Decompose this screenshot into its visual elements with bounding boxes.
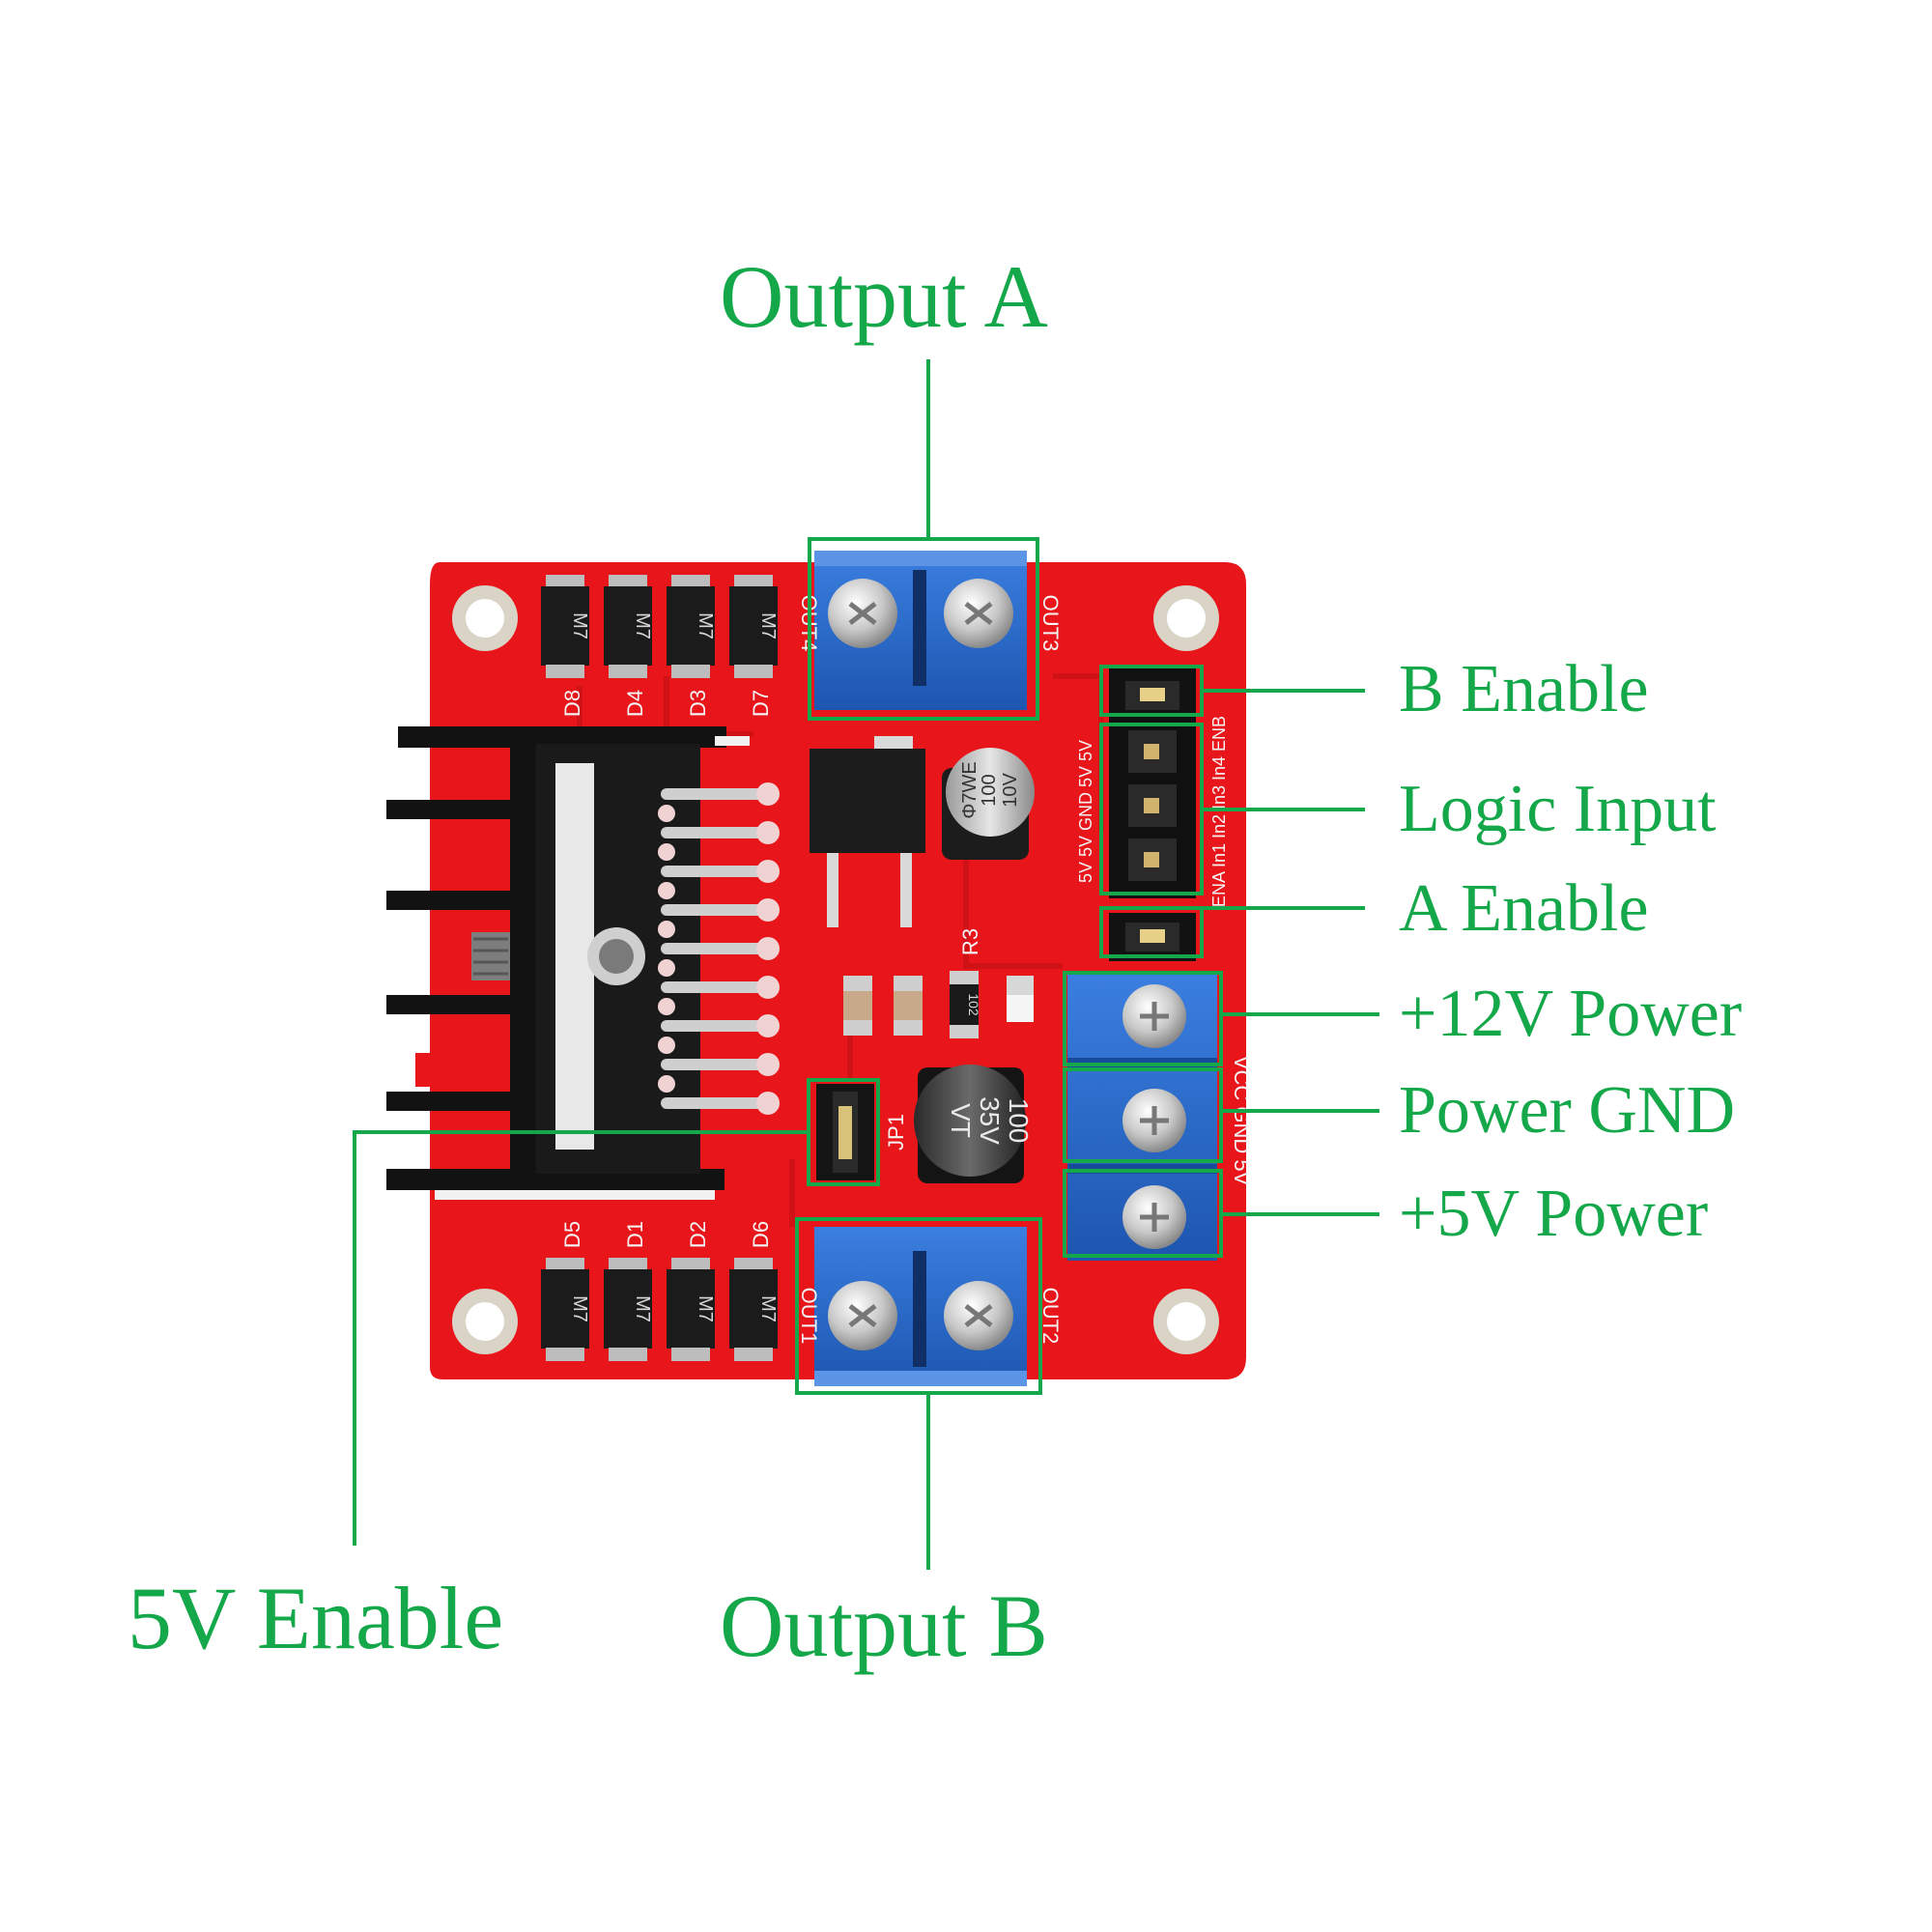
smd-cap-1 <box>843 976 872 1036</box>
label-5v-power: +5V Power <box>1399 1177 1708 1251</box>
cap-large-value: 100 <box>1004 1098 1034 1144</box>
diode-marking: M7 <box>632 1295 653 1322</box>
label-5v-enable: 5V Enable <box>128 1569 503 1667</box>
smd-components: 102 R3 <box>843 928 1034 1038</box>
label-12v-power: +12V Power <box>1399 977 1742 1051</box>
silk-d4: D4 <box>623 690 647 717</box>
jumper-enb <box>1109 671 1196 720</box>
diode-marking: M7 <box>757 612 779 639</box>
silk-r3: R3 <box>958 928 982 955</box>
diode-marking: M7 <box>569 1295 590 1322</box>
silk-jp1: JP1 <box>884 1114 908 1151</box>
silk-d2: D2 <box>686 1221 710 1248</box>
terminal-output-a: OUT4 OUT3 <box>797 551 1063 710</box>
silk-terminal-side: VCC GND 5V <box>1230 1056 1254 1186</box>
jumper-jp1: JP1 <box>816 1084 908 1180</box>
diode-d3: M7 <box>667 575 716 678</box>
cap-large-voltage: 35V <box>975 1096 1005 1145</box>
diode-marking: M7 <box>695 1295 716 1322</box>
diode-d4: M7 <box>604 575 653 678</box>
silk-d1: D1 <box>623 1221 647 1248</box>
mounting-holes <box>452 585 1219 1354</box>
mounting-hole-top-left <box>452 585 518 651</box>
diode-d8: M7 <box>541 575 590 678</box>
diode-marking: M7 <box>569 612 590 639</box>
capacitor-large: 100 35V VT <box>914 1065 1034 1183</box>
smd-cap-2 <box>894 976 923 1036</box>
label-logic-input: Logic Input <box>1399 772 1717 846</box>
resistor-code: 102 <box>966 993 981 1016</box>
cap-small-brand: Φ7WE <box>959 761 980 818</box>
cap-large-brand: VT <box>946 1103 976 1138</box>
label-output-a: Output A <box>720 247 1048 346</box>
diodes-bottom: M7 M7 M7 M7 D5 D1 D2 D6 <box>541 1221 779 1361</box>
label-output-b: Output B <box>720 1577 1048 1675</box>
driver-pins <box>661 788 779 1109</box>
diode-d6: M7 <box>729 1258 779 1361</box>
smd-resistor-r3: 102 <box>950 971 981 1038</box>
mounting-hole-bottom-right <box>1153 1289 1219 1354</box>
cap-small-voltage: 10V <box>1000 773 1021 808</box>
driver-pads <box>658 782 780 1115</box>
silk-out2: OUT2 <box>1038 1288 1063 1345</box>
diode-d5: M7 <box>541 1258 590 1361</box>
label-b-enable: B Enable <box>1399 652 1649 726</box>
diode-d7: M7 <box>729 575 779 678</box>
silk-header-left: 5V 5V GND 5V 5V <box>1076 740 1095 883</box>
diode-d1: M7 <box>604 1258 653 1361</box>
diode-marking: M7 <box>757 1295 779 1322</box>
silk-d7: D7 <box>749 690 773 717</box>
diode-marking: M7 <box>632 612 653 639</box>
silk-d5: D5 <box>560 1221 584 1248</box>
diode-d2: M7 <box>667 1258 716 1361</box>
mounting-hole-top-right <box>1153 585 1219 651</box>
jumper-ena <box>1109 913 1196 961</box>
voltage-regulator <box>810 736 925 927</box>
diode-marking: M7 <box>695 612 716 639</box>
terminal-power: VCC GND 5V <box>1067 971 1254 1261</box>
label-power-gnd: Power GND <box>1399 1073 1735 1148</box>
terminal-output-b: OUT1 OUT2 <box>797 1227 1063 1386</box>
silk-d6: D6 <box>749 1221 773 1248</box>
silk-out3: OUT3 <box>1038 595 1063 652</box>
silk-out1: OUT1 <box>797 1288 821 1345</box>
callout-labels: Output A Output B 5V Enable B Enable Log… <box>128 247 1742 1675</box>
label-a-enable: A Enable <box>1399 871 1649 946</box>
silk-d8: D8 <box>560 690 584 717</box>
cap-small-value: 100 <box>979 774 1000 806</box>
smd-led <box>1007 976 1034 1022</box>
capacitor-small: Φ7WE 100 10V <box>942 748 1035 860</box>
mounting-hole-bottom-left <box>452 1289 518 1354</box>
silk-d3: D3 <box>686 690 710 717</box>
diodes-top: M7 M7 M7 M7 D8 D4 D3 D7 <box>541 575 779 717</box>
leader-lines <box>353 359 1379 1570</box>
